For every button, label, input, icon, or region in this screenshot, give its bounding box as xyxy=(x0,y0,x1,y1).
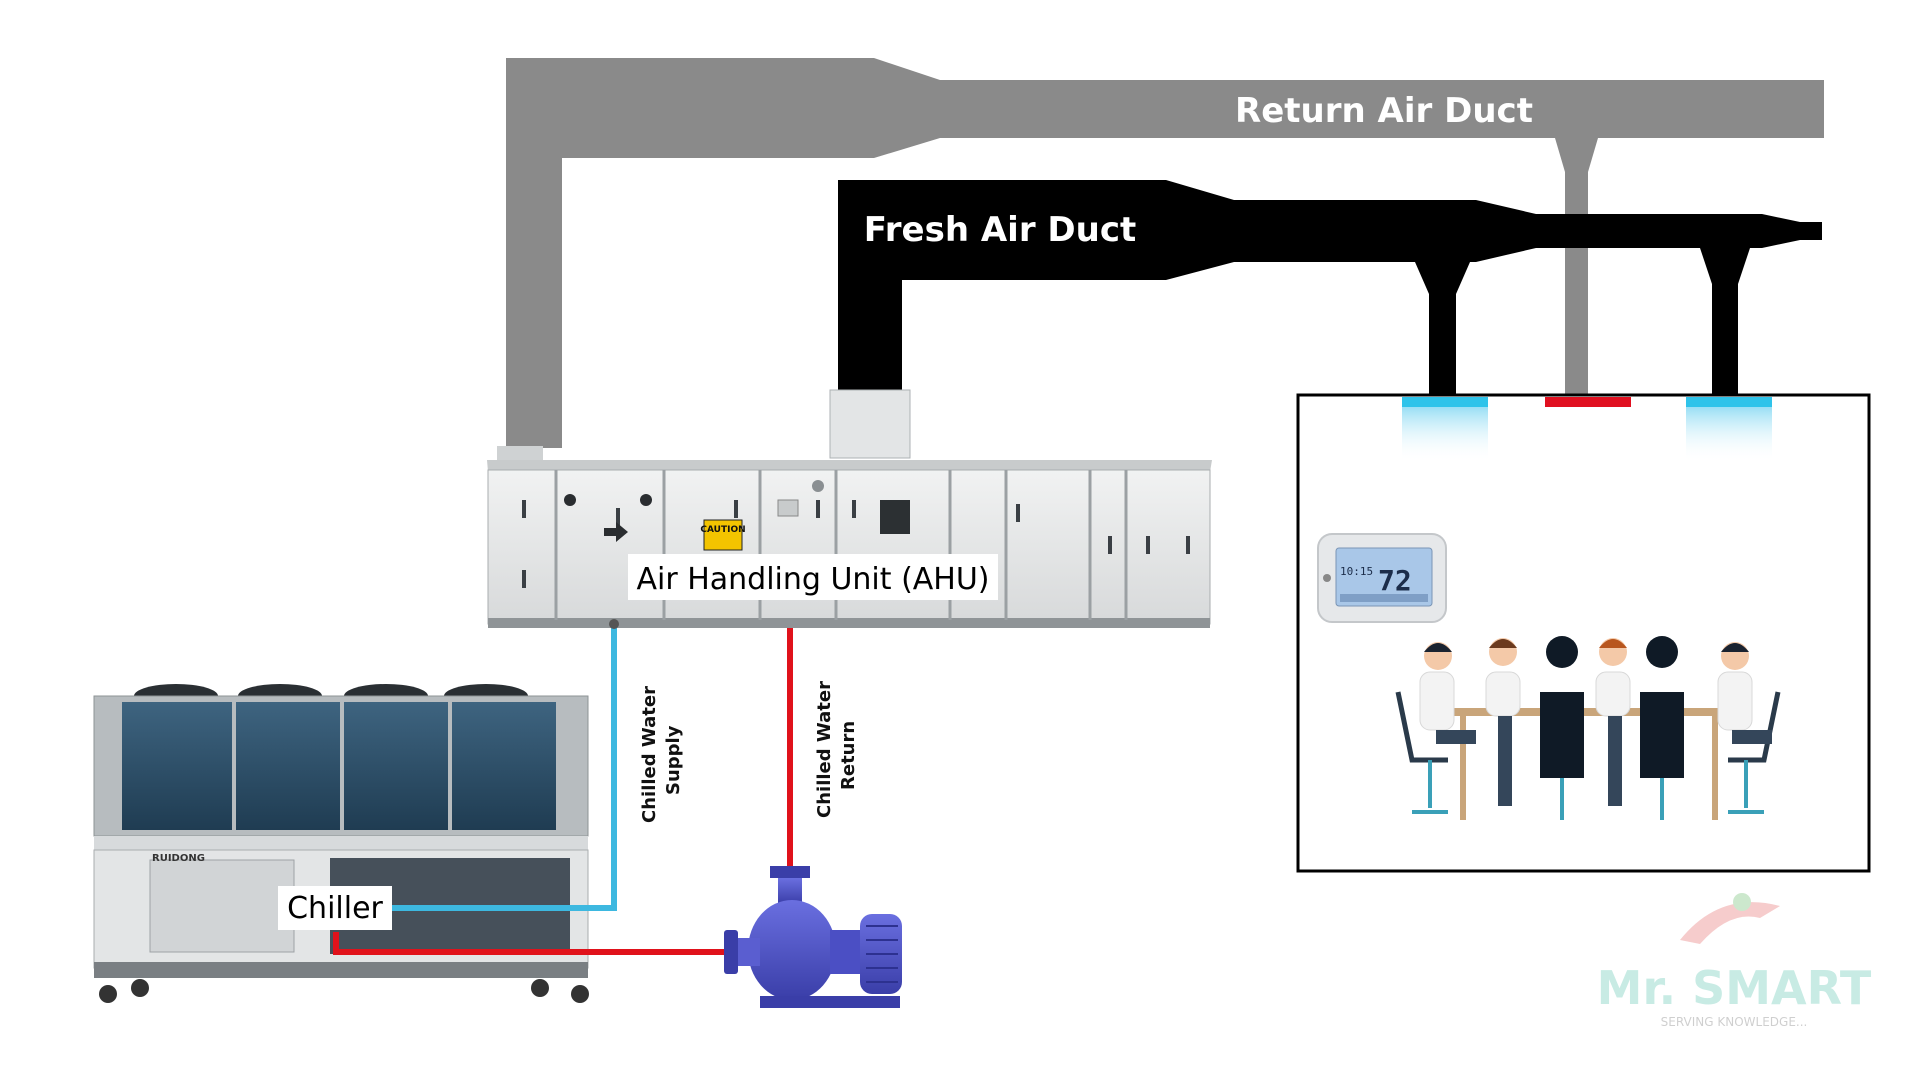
ahu-caution-label: CAUTION xyxy=(700,525,745,535)
chiller-unit: RUIDONG xyxy=(93,684,589,1003)
fresh-air-duct-label: Fresh Air Duct xyxy=(864,210,1137,250)
chilled-water-return-label: Chilled Water Return xyxy=(814,681,859,818)
watermark-tagline: SERVING KNOWLEDGE... xyxy=(1661,1015,1808,1029)
return-air-duct xyxy=(506,58,1824,448)
thermostat: 10:15 72 xyxy=(1317,533,1447,623)
svg-text:Chilled Water: Chilled Water xyxy=(814,681,835,818)
pump-icon xyxy=(724,866,902,1008)
svg-text:Supply: Supply xyxy=(663,725,684,795)
return-air-duct-label: Return Air Duct xyxy=(1235,91,1533,131)
supply-diffuser-right xyxy=(1686,397,1772,462)
chilled-water-supply-label: Chilled Water Supply xyxy=(639,686,684,823)
room-box xyxy=(1296,393,1871,873)
chiller-brand: RUIDONG xyxy=(152,853,205,864)
ahu-unit: CAUTION xyxy=(487,389,1212,628)
return-grille xyxy=(1545,397,1631,407)
supply-diffuser-left xyxy=(1402,397,1488,462)
thermostat-time: 10:15 xyxy=(1340,565,1373,578)
chiller-label-box xyxy=(278,886,392,930)
ahu-label: Air Handling Unit (AHU) xyxy=(636,562,989,597)
svg-text:Return: Return xyxy=(838,721,859,790)
fresh-air-duct xyxy=(838,180,1822,396)
chiller-label: Chiller xyxy=(287,891,383,926)
svg-text:Chilled Water: Chilled Water xyxy=(639,686,660,823)
watermark: Mr. SMART SERVING KNOWLEDGE... xyxy=(1597,893,1872,1029)
meeting-people-icon xyxy=(1395,636,1781,820)
watermark-brand: Mr. SMART xyxy=(1597,961,1872,1015)
chilled-water-supply-pipe xyxy=(392,628,617,911)
chilled-water-return-pipe xyxy=(333,628,793,955)
ahu-label-box xyxy=(628,554,998,600)
thermostat-temperature: 72 xyxy=(1378,564,1412,597)
ahu-supply-connection xyxy=(609,619,619,629)
